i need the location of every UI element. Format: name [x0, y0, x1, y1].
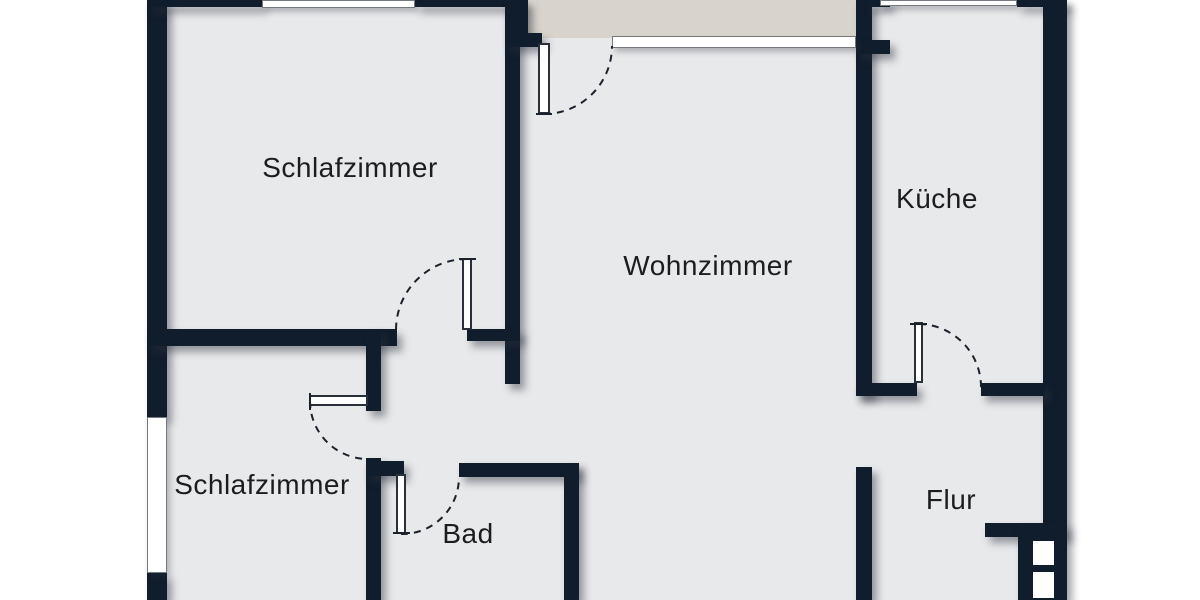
room-label-bad: Bad: [442, 518, 494, 549]
livingroom-east-wall: [856, 0, 872, 396]
room-label-schlafzimmer-1: Schlafzimmer: [262, 152, 438, 183]
kitchen-top-wall-right: [1017, 0, 1067, 7]
bedroom1-north-window: [262, 0, 415, 8]
kitchen-top-wall-left: [866, 0, 890, 7]
room-label-wohnzimmer: Wohnzimmer: [623, 250, 793, 281]
room-label-schlafzimmer-2: Schlafzimmer: [174, 469, 350, 500]
hall-north-stub-wall: [467, 329, 520, 341]
bedrooms-divider-wall: [147, 329, 397, 346]
kitchen-door-leaf: [914, 322, 923, 383]
bath-door-leaf: [396, 474, 406, 534]
kitchen-south-wall-east: [981, 383, 1045, 396]
bedroom1-door-leaf: [462, 258, 472, 330]
balcony-west-foot-wall: [505, 33, 542, 47]
bedroom2-door-leaf: [309, 395, 368, 406]
exterior-top-wall-left: [147, 0, 262, 7]
kitchen-north-window: [880, 0, 1017, 6]
exterior-right-wall: [1043, 0, 1067, 537]
kitchen-south-wall-west: [856, 383, 917, 396]
bath-north-stub-wall: [366, 461, 404, 476]
bedroom1-east-wall: [505, 0, 520, 384]
stair-step-upper: [1033, 541, 1054, 565]
livingroom-balcony-window-band: [612, 36, 856, 48]
room-label-flur: Flur: [925, 484, 977, 515]
exterior-left-wall-upper: [147, 0, 167, 417]
balcony-door-leaf: [538, 43, 550, 114]
room-label-kueche: Küche: [896, 183, 978, 214]
stair-step-lower: [1033, 572, 1054, 598]
exterior-top-wall-mid: [415, 0, 520, 7]
kitchen-northwest-stub-wall: [856, 40, 890, 54]
balcony-area: [524, 0, 856, 38]
bedroom2-west-window: [147, 417, 167, 573]
hall-west-wall-upper: [366, 329, 381, 411]
hallway-west-wall: [856, 467, 872, 600]
exterior-left-wall-lower: [147, 573, 167, 600]
bath-north-wall: [459, 463, 578, 477]
balcony-west-stub-wall: [505, 0, 528, 35]
bath-east-wall: [564, 463, 579, 600]
hall-west-wall-lower: [366, 458, 381, 600]
